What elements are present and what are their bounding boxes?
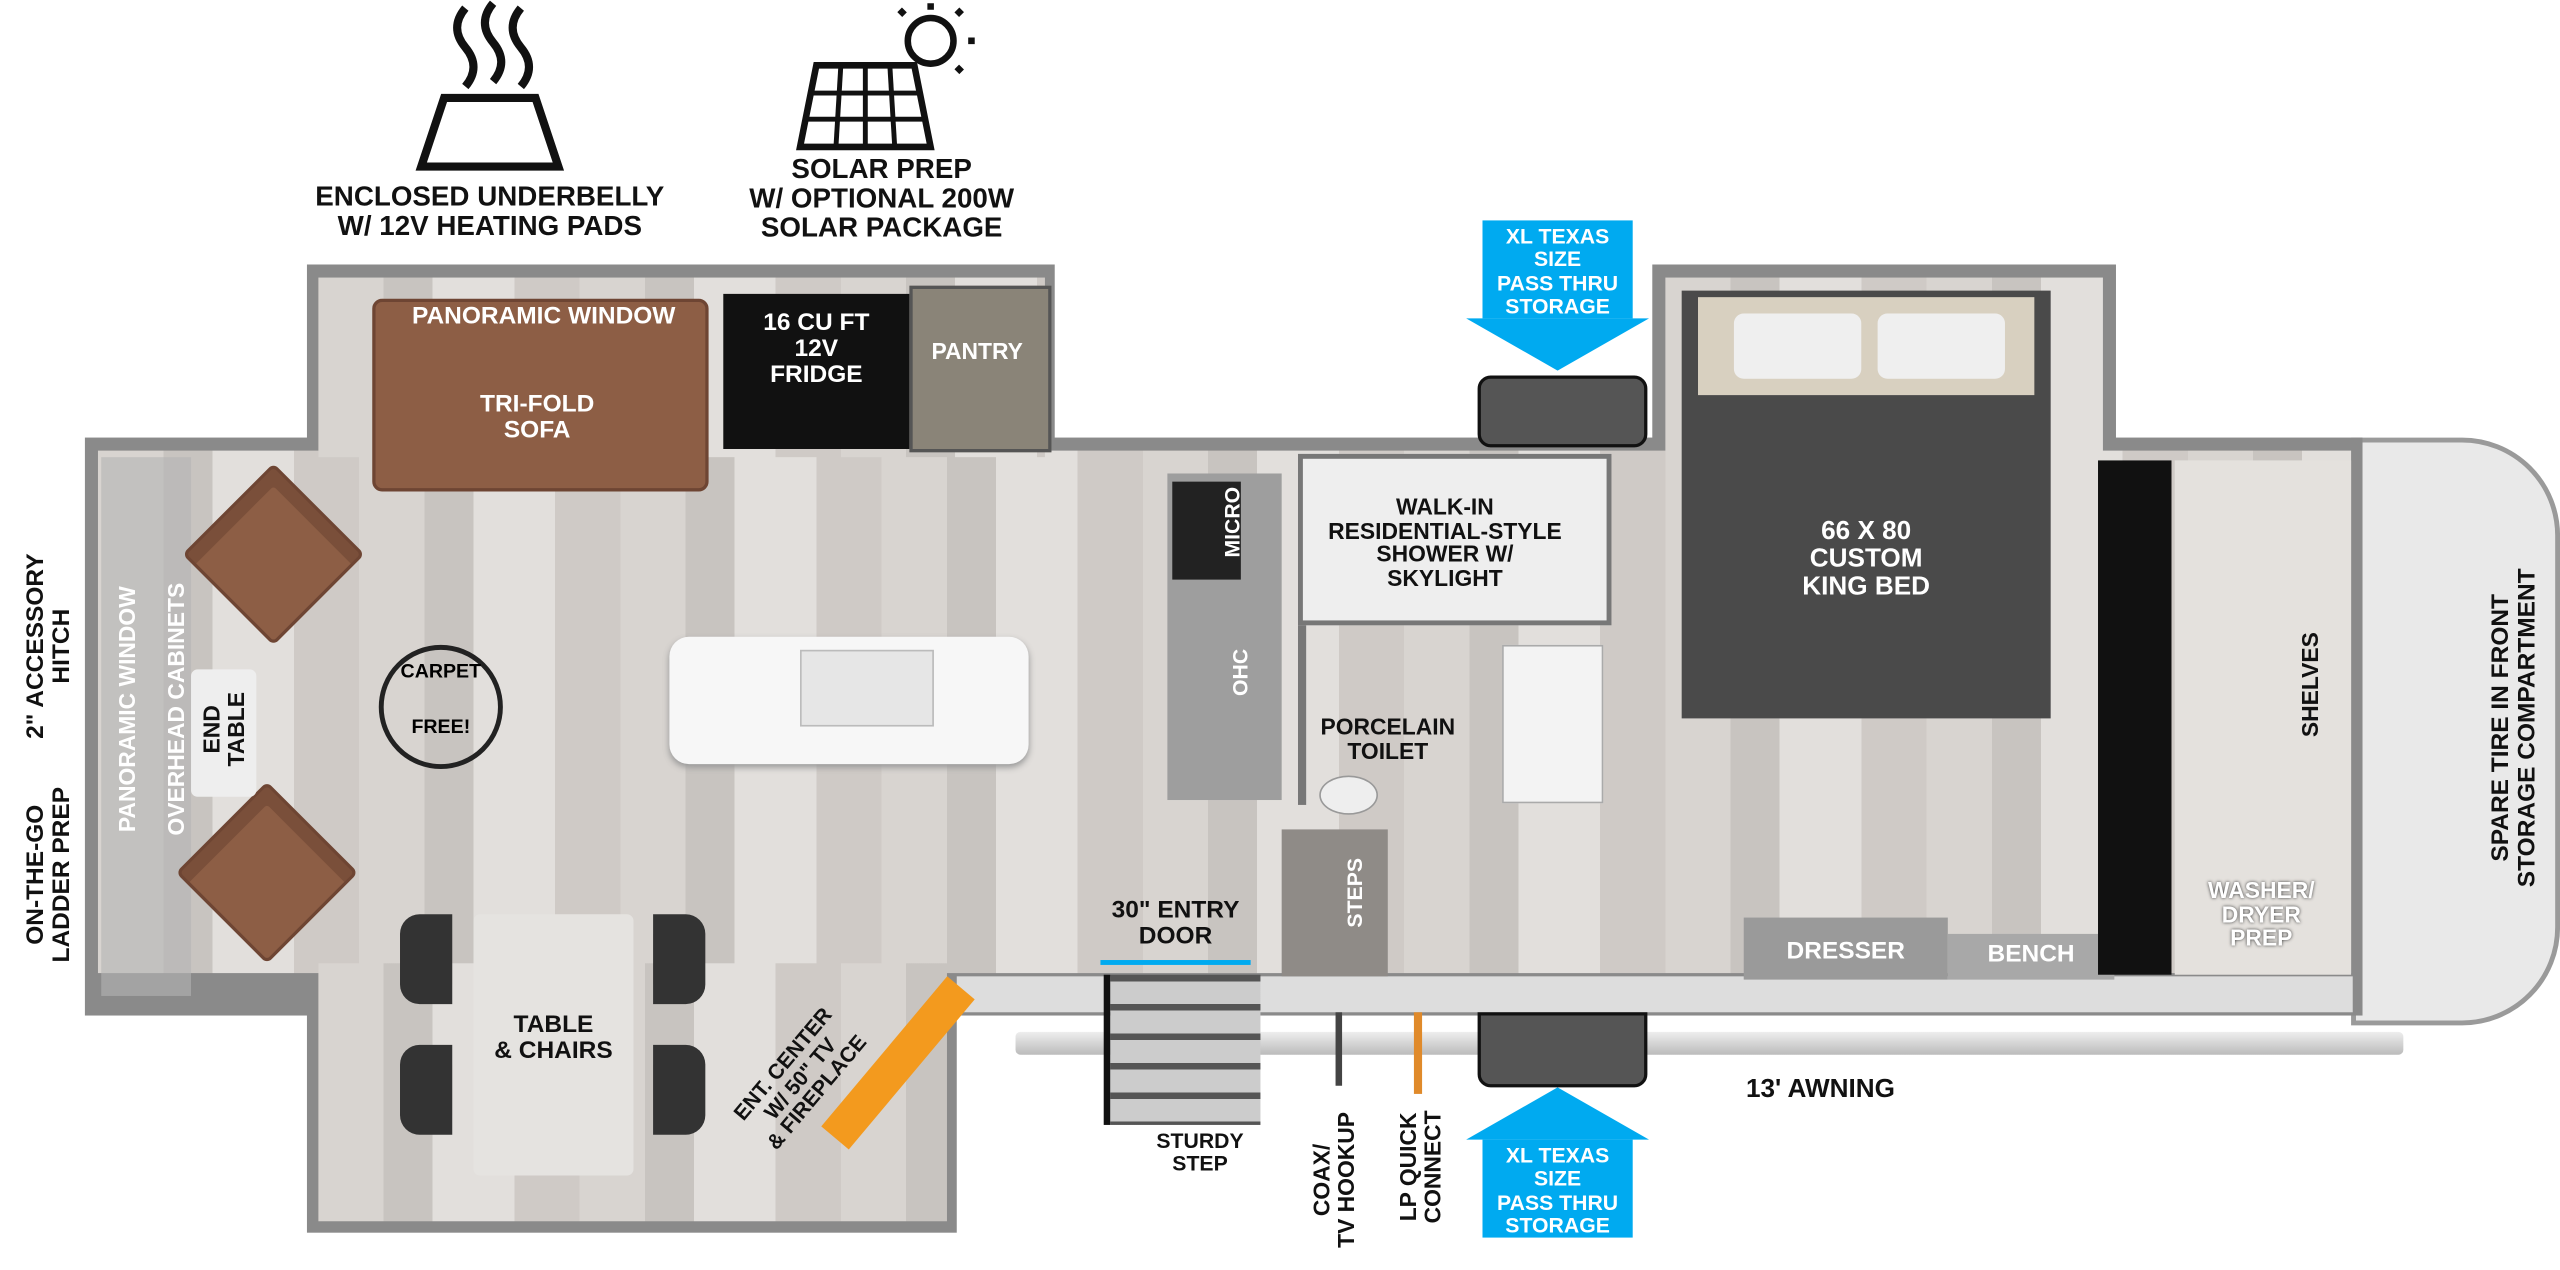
bench-label: BENCH (1987, 940, 2075, 969)
dresser (1743, 917, 1948, 980)
pillow (1877, 313, 2005, 379)
coax-connector (1335, 1012, 1343, 1086)
panoramic-window-top: PANORAMIC WINDOW (411, 302, 676, 330)
dining-chair (653, 1044, 706, 1135)
awning (1015, 1031, 2404, 1055)
shelves-label: SHELVES (2296, 632, 2323, 738)
dining-table (473, 914, 634, 1176)
dresser-label: DRESSER (1786, 937, 1905, 965)
door-width-marker (1100, 960, 1251, 965)
arrow-down-icon (1466, 318, 1650, 371)
pantry (909, 285, 1052, 453)
pantry-label: PANTRY (931, 337, 1023, 365)
steps-label: STEPS (1342, 857, 1367, 928)
ohc-label: OHC (1228, 648, 1253, 696)
bath-wall (1297, 625, 1307, 805)
awning-label: 13' AWNING (1745, 1075, 1895, 1104)
sink (800, 649, 934, 727)
end-table (191, 669, 257, 797)
storage-door-bottom[interactable] (1477, 1012, 1648, 1088)
vanity (1502, 644, 1604, 804)
micro-label: MICRO (1219, 486, 1245, 558)
closet (2174, 460, 2352, 975)
solar-panel-icon (796, 3, 975, 151)
table-label: TABLE& CHAIRS (494, 1010, 613, 1065)
dining-chair (653, 914, 706, 1005)
tri-fold-sofa (372, 298, 709, 492)
storage-door-top[interactable] (1477, 375, 1648, 448)
overhead-cabinet-area (101, 457, 192, 996)
walk-in-shower (1297, 453, 1612, 626)
steps (1281, 829, 1388, 977)
dining-chair (400, 1044, 453, 1135)
overhead-cabinets-label: OVERHEAD CABINETS (162, 582, 189, 836)
arrow-up-icon (1466, 1087, 1650, 1140)
pillow (1733, 313, 1862, 379)
panoramic-window-left: PANORAMIC WINDOW (113, 586, 140, 833)
microwave (1172, 481, 1241, 580)
fridge (723, 293, 910, 449)
bench (1947, 933, 2115, 980)
porcelain-toilet (1319, 775, 1378, 815)
entry-steps[interactable] (1103, 974, 1261, 1125)
wardrobe-doors (2098, 460, 2172, 975)
coax-label: COAX/TV HOOKUP (1308, 1111, 1359, 1248)
lp-connector (1413, 1012, 1423, 1094)
dining-chair (400, 914, 453, 1005)
heated-underbelly-icon (415, 0, 565, 171)
